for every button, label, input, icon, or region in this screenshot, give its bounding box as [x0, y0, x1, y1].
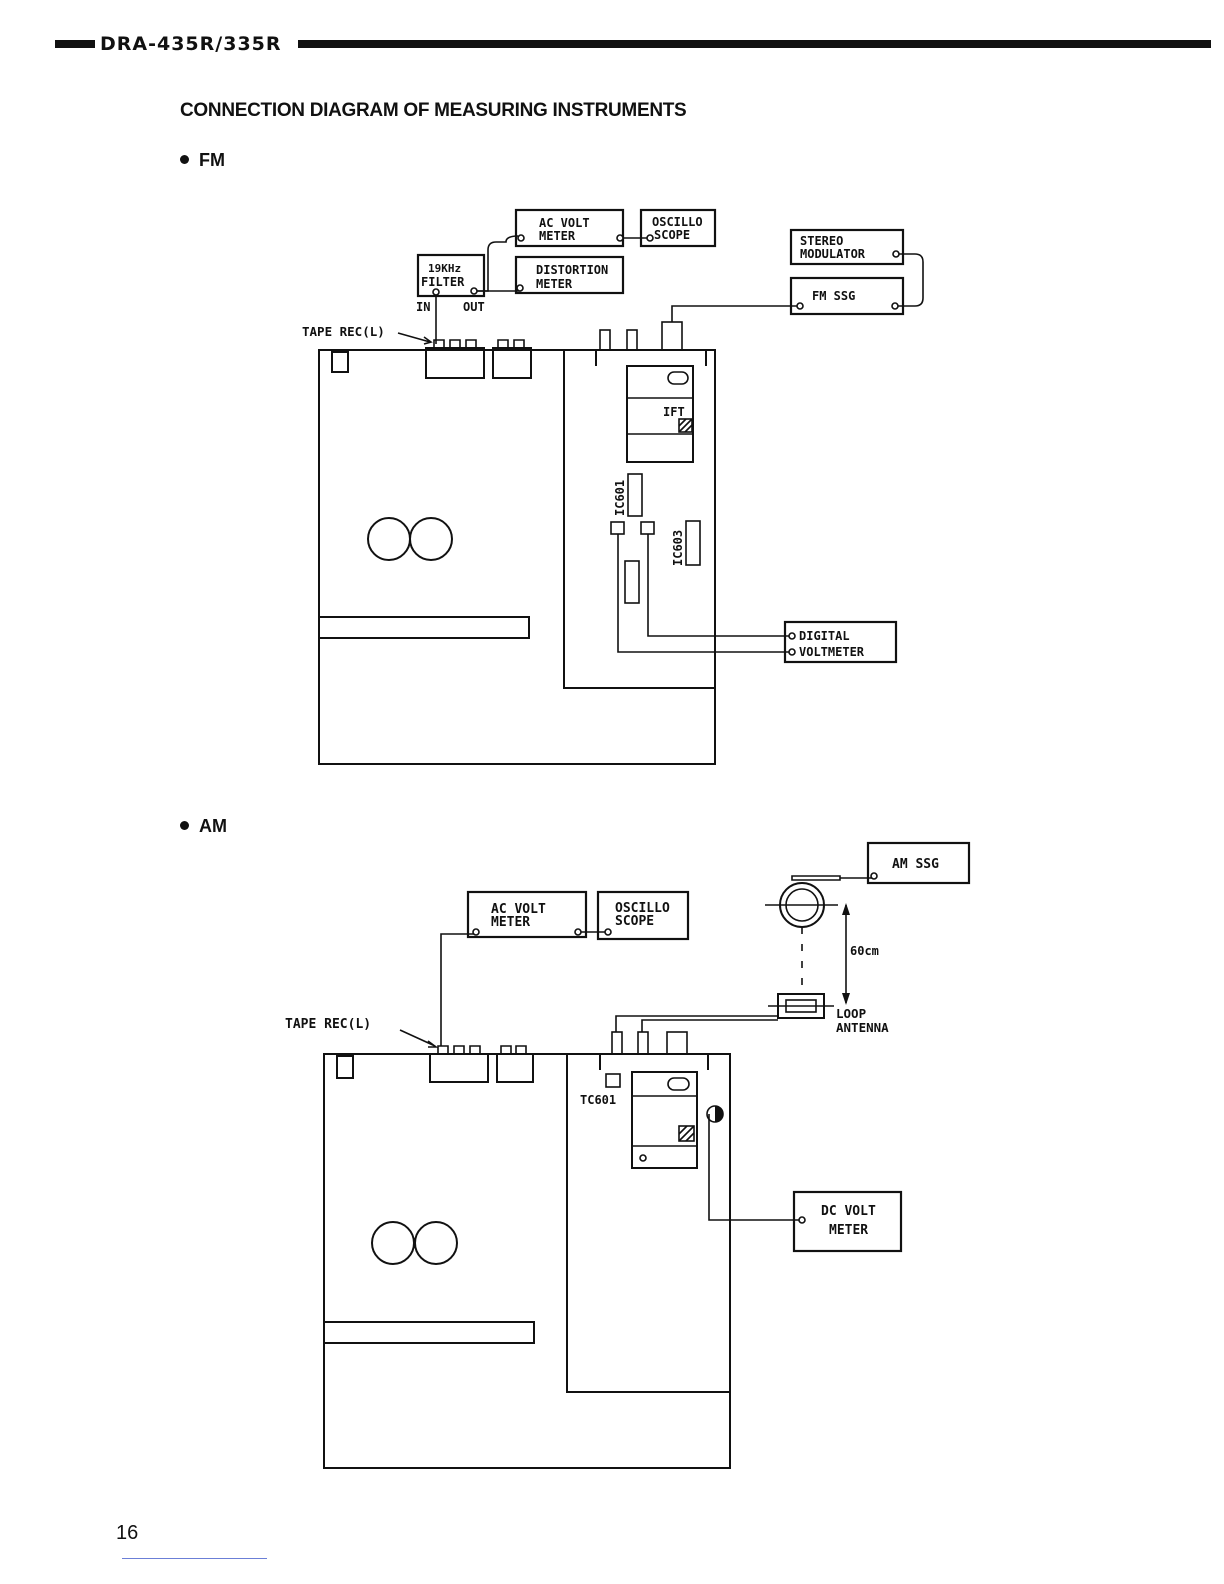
am-diagram: TC601 AC VOLT METER OSCILLO SCOPE AM SSG… [285, 843, 969, 1468]
am-jack-bumps [438, 1046, 526, 1054]
footer-line [122, 1558, 267, 1559]
fm-distortion-meter-line1: DISTORTION [536, 263, 608, 277]
fm-ift-hatch [679, 419, 692, 432]
fm-testpoint-2 [641, 522, 654, 534]
fm-distortion-meter-line2: METER [536, 277, 573, 291]
am-antenna-bracket [600, 1054, 708, 1070]
am-distance-label: 60cm [850, 944, 879, 958]
fm-small-square [332, 352, 348, 372]
fm-wire-ssg-to-tuner [672, 306, 800, 322]
am-terminal-dot [871, 873, 877, 879]
fm-ac-volt-meter-line2: METER [539, 229, 576, 243]
fm-antenna-bracket [596, 350, 706, 366]
am-wire-probe-to-dcvm [709, 1114, 800, 1220]
fm-ic603-label: IC603 [671, 530, 685, 566]
am-slot [324, 1322, 534, 1343]
fm-module-knob [668, 372, 688, 384]
am-terminal-1 [612, 1032, 622, 1054]
am-terminal-dot [473, 929, 479, 935]
fm-testpoint-1 [611, 522, 624, 534]
fm-terminal-dot [433, 289, 439, 295]
fm-terminal-1 [600, 330, 610, 350]
am-tuner-module [632, 1072, 697, 1168]
am-module-hole [640, 1155, 646, 1161]
fm-terminal-2 [627, 330, 637, 350]
am-ac-volt-meter-line2: METER [491, 915, 530, 930]
am-terminal-dot [799, 1217, 805, 1223]
fm-stereo-modulator-line1: STEREO [800, 234, 843, 248]
fm-oscilloscope-line2: SCOPE [654, 228, 690, 242]
am-wire-tape-to-acvm [441, 934, 474, 1046]
am-dc-volt-meter-line2: METER [829, 1223, 868, 1238]
fm-antenna-jack [662, 322, 682, 350]
am-tc601-label: TC601 [580, 1093, 616, 1107]
am-module-knob [668, 1078, 689, 1090]
fm-filter-line1: 19KHz [428, 262, 461, 275]
am-terminal-dot [605, 929, 611, 935]
fm-slot [319, 617, 529, 638]
fm-ac-volt-meter-line1: AC VOLT [539, 216, 590, 230]
fm-filter-line2: FILTER [421, 275, 465, 289]
fm-ic603-chip [686, 521, 700, 565]
am-jack-block-2 [497, 1054, 533, 1082]
fm-ic601-label: IC601 [613, 480, 627, 516]
am-knob-right [415, 1222, 457, 1264]
fm-jack-bumps [434, 340, 524, 348]
page-number: 16 [116, 1522, 138, 1545]
am-ssg-loop-lead [792, 876, 872, 880]
am-dc-volt-meter-box [794, 1192, 901, 1251]
am-jack-block-1 [430, 1054, 488, 1082]
fm-filter-in: IN [416, 300, 430, 314]
am-knob-left [372, 1222, 414, 1264]
fm-terminal-dot [517, 285, 523, 291]
fm-terminal-dot [892, 303, 898, 309]
fm-knob-left [368, 518, 410, 560]
fm-ift-label: IFT [663, 405, 685, 419]
am-module-dividers [632, 1096, 697, 1146]
am-am-ssg-label: AM SSG [892, 857, 939, 872]
fm-knob-right [410, 518, 452, 560]
fm-wire-tape-arrow [398, 333, 431, 344]
am-coil-hatch [679, 1126, 694, 1141]
am-chassis [324, 1054, 730, 1468]
fm-jack-block-2 [493, 348, 531, 378]
fm-terminal-dot [893, 251, 899, 257]
fm-digital-voltmeter-line1: DIGITAL [799, 629, 850, 643]
fm-wire-tp1-to-dvm [618, 534, 790, 652]
am-dc-volt-meter-line1: DC VOLT [821, 1204, 876, 1219]
am-loop-antenna-line2: ANTENNA [836, 1020, 889, 1035]
am-small-square [337, 1056, 353, 1078]
fm-terminal-dot [789, 649, 795, 655]
fm-terminal-dot [471, 288, 477, 294]
fm-diagram: IFT IC601 IC603 AC VOLT METER OSCILLO SC… [302, 210, 923, 764]
fm-terminal-dot [617, 235, 623, 241]
fm-filter-out: OUT [463, 300, 485, 314]
am-tc601-trimmer [606, 1074, 620, 1087]
am-terminal-2 [638, 1032, 648, 1054]
fm-ic601-chip [628, 474, 642, 516]
fm-terminal-dot [647, 235, 653, 241]
fm-jack-block-1 [426, 348, 484, 378]
fm-ic-lower [625, 561, 639, 603]
fm-fm-ssg-label: FM SSG [812, 289, 855, 303]
fm-terminal-dot [797, 303, 803, 309]
fm-tape-rec-label: TAPE REC(L) [302, 324, 385, 339]
am-wire-antenna-to-tuner [616, 1016, 778, 1032]
fm-digital-voltmeter-line2: VOLTMETER [799, 645, 865, 659]
am-terminal-dot [575, 929, 581, 935]
am-distance-arrow-head-bottom [842, 993, 850, 1005]
fm-terminal-dot [518, 235, 524, 241]
fm-wire-tp2-to-dvm [648, 534, 790, 636]
am-oscilloscope-line2: SCOPE [615, 914, 654, 929]
fm-stereo-modulator-line2: MODULATOR [800, 247, 866, 261]
am-tape-rec-label: TAPE REC(L) [285, 1017, 371, 1032]
am-wire-tape-arrow [400, 1030, 436, 1047]
am-distance-arrow-head-top [842, 903, 850, 915]
fm-terminal-dot [789, 633, 795, 639]
am-terminal-3 [667, 1032, 687, 1054]
am-probe-point-fill [715, 1106, 723, 1122]
fm-oscilloscope-line1: OSCILLO [652, 215, 703, 229]
am-loop-antenna-line1: LOOP [836, 1006, 866, 1021]
